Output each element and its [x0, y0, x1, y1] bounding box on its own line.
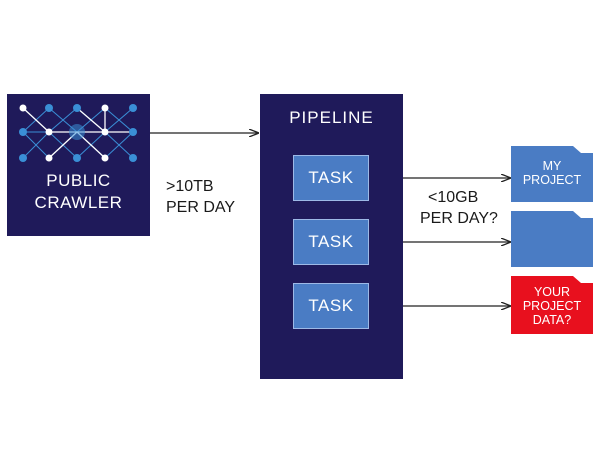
folder-your-project-data-label: YOUR PROJECT DATA?	[511, 285, 593, 327]
folder-icon	[511, 211, 593, 267]
edge-label-volume-in-line2: PER DAY	[166, 199, 236, 216]
public-crawler-node: PUBLIC CRAWLER	[7, 94, 150, 236]
folder-blank	[511, 211, 593, 267]
crawler-label-line1: PUBLIC	[46, 171, 111, 190]
task-box: TASK	[293, 219, 369, 265]
edge-label-volume-in-line1: >10TB	[166, 178, 214, 195]
folder-your-project-data: YOUR PROJECT DATA?	[511, 276, 593, 334]
task-box: TASK	[293, 155, 369, 201]
folder-my-project-line2: PROJECT	[522, 173, 582, 187]
folder-my-project-line1: MY	[542, 159, 562, 173]
edge-label-volume-out-line1: <10GB	[428, 189, 479, 206]
edge-label-volume-out-line2: PER DAY?	[420, 210, 498, 227]
pipeline-title: PIPELINE	[289, 108, 374, 127]
crawler-label-line2: CRAWLER	[34, 193, 123, 212]
folder-your-project-data-line2: PROJECT	[522, 299, 582, 313]
edge-label-volume-out: <10GB PER DAY?	[420, 187, 498, 229]
edge-label-volume-in: >10TB PER DAY	[166, 176, 235, 218]
network-graph-icon	[19, 104, 137, 162]
folder-my-project-label: MY PROJECT	[511, 159, 593, 187]
folder-icon	[511, 146, 593, 202]
folder-your-project-data-line3: DATA?	[532, 313, 572, 327]
task-box: TASK	[293, 283, 369, 329]
folder-icon	[511, 276, 593, 334]
folder-your-project-data-line1: YOUR	[533, 285, 571, 299]
pipeline-node: PIPELINE TASK TASK TASK	[260, 94, 403, 379]
folder-my-project: MY PROJECT	[511, 146, 593, 202]
crawler-label: PUBLIC CRAWLER	[7, 170, 150, 214]
